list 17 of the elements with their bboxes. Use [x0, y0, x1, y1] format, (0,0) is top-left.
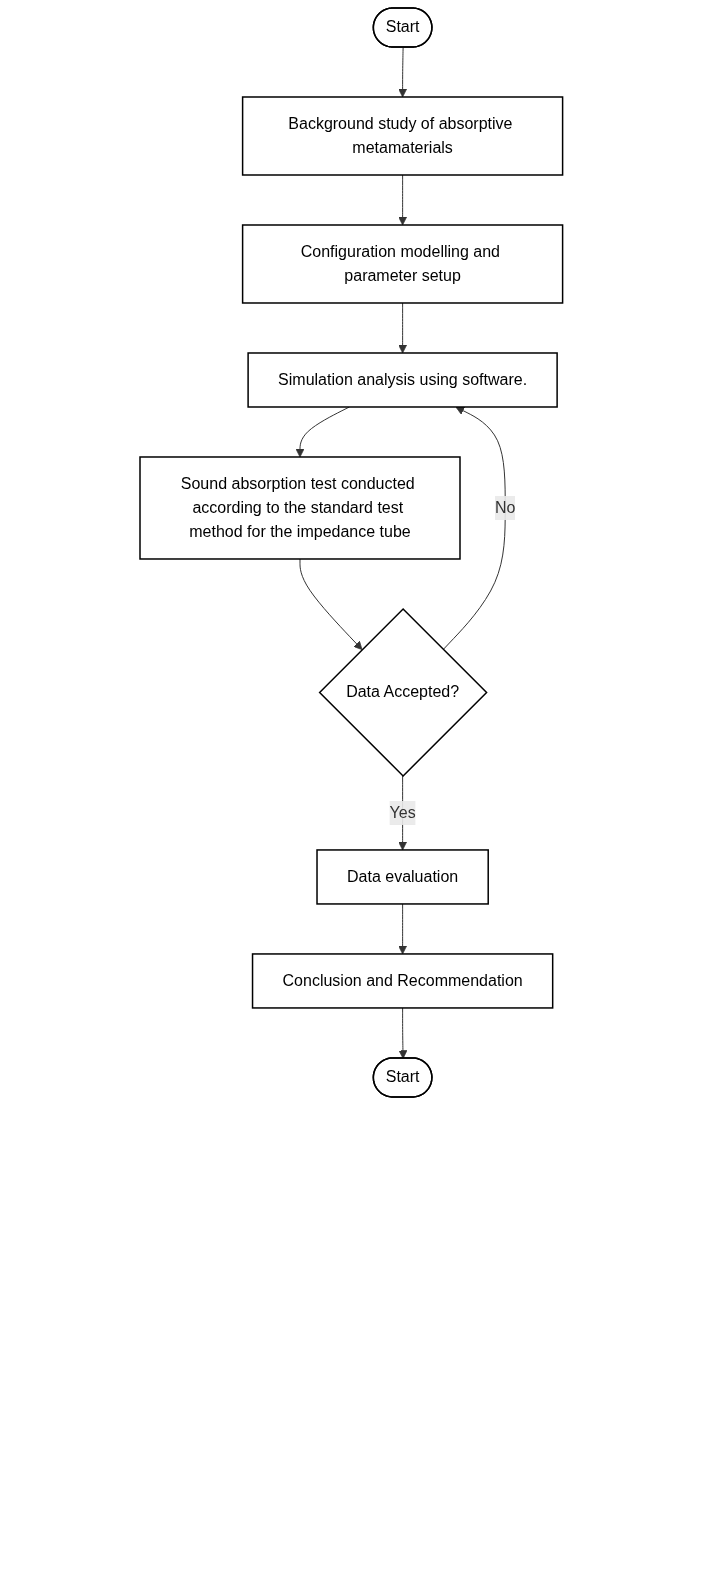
arrow	[398, 1007, 408, 1059]
node-box: Conclusion and Recommendation	[252, 953, 554, 1009]
node-box: Background study of absorptive metamaterials	[242, 96, 564, 176]
edge-label: Yes	[389, 803, 416, 821]
arrow	[442, 406, 506, 651]
node-box: Data evaluation	[316, 849, 490, 905]
node-diamond: Data Accepted?	[318, 607, 488, 778]
arrow	[398, 903, 408, 955]
arrow	[299, 558, 363, 650]
node-box: Simulation analysis using software.	[247, 352, 559, 408]
edge-label: No	[495, 498, 516, 516]
node-box: Sound absorption test conducted according to the standard test method for the impedance tube	[139, 456, 461, 560]
arrow	[398, 174, 408, 226]
arrow	[398, 47, 408, 98]
node-box: Configuration modelling and parameter setup	[242, 224, 564, 304]
arrow	[295, 406, 350, 458]
arrow	[398, 302, 408, 354]
